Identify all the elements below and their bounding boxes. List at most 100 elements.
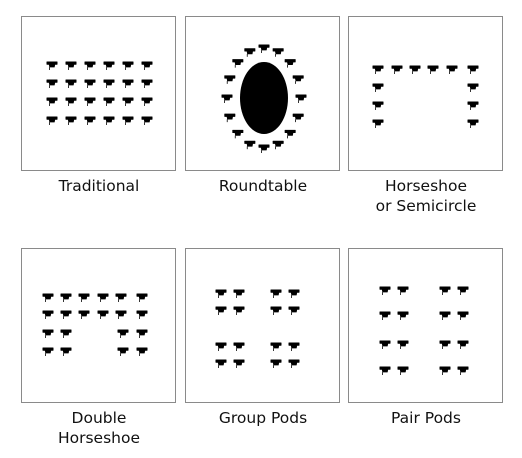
- desk-with-chair-icon: [84, 61, 96, 70]
- traditional-panel: [21, 16, 176, 171]
- double-horseshoe-panel: [21, 248, 176, 403]
- desk-with-chair-icon: [284, 129, 296, 139]
- desk-with-chair-icon: [103, 116, 115, 125]
- desk-with-chair-icon: [379, 340, 391, 349]
- desk-with-chair-icon: [284, 59, 296, 68]
- desk-with-chair-icon: [379, 311, 391, 320]
- desk-with-chair-icon: [46, 97, 58, 106]
- desk-with-chair-icon: [270, 289, 282, 298]
- caption-line: Horseshoe: [384, 177, 468, 195]
- desk-with-chair-icon: [117, 347, 129, 356]
- desk-with-chair-icon: [397, 311, 409, 320]
- pair-pods-diagram: [379, 286, 469, 375]
- desk-with-chair-icon: [60, 293, 72, 302]
- desk-with-chair-icon: [141, 79, 153, 88]
- desk-with-chair-icon: [233, 289, 245, 298]
- desk-with-chair-icon: [372, 65, 384, 74]
- horseshoe-diagram: [372, 65, 479, 128]
- desk-with-chair-icon: [122, 116, 134, 125]
- desk-with-chair-icon: [136, 347, 148, 356]
- double-horseshoe-diagram: [42, 293, 148, 356]
- horseshoe-panel: [348, 16, 503, 171]
- desk-with-chair-icon: [292, 75, 304, 84]
- desk-with-chair-icon: [439, 311, 451, 320]
- desk-with-chair-icon: [65, 61, 77, 70]
- desk-with-chair-icon: [409, 65, 421, 74]
- desk-with-chair-icon: [457, 311, 469, 320]
- desk-with-chair-icon: [141, 61, 153, 70]
- horseshoe-caption: Horseshoe or Semicircle: [344, 176, 508, 216]
- desk-with-chair-icon: [270, 359, 282, 368]
- desk-with-chair-icon: [292, 113, 304, 123]
- caption-line: or Semicircle: [375, 197, 477, 215]
- desk-with-chair-icon: [224, 113, 236, 123]
- desk-with-chair-icon: [224, 75, 236, 84]
- desk-with-chair-icon: [457, 340, 469, 349]
- desk-with-chair-icon: [272, 48, 284, 57]
- desk-with-chair-icon: [372, 119, 384, 128]
- desk-with-chair-icon: [117, 329, 129, 338]
- desk-with-chair-icon: [60, 347, 72, 356]
- desk-with-chair-icon: [122, 79, 134, 88]
- desk-with-chair-icon: [446, 65, 458, 74]
- desk-with-chair-icon: [397, 286, 409, 295]
- group-pods-panel: [185, 248, 340, 403]
- roundtable-caption: Roundtable: [181, 176, 345, 196]
- desk-with-chair-icon: [136, 329, 148, 338]
- desk-with-chair-icon: [141, 116, 153, 125]
- desk-with-chair-icon: [270, 342, 282, 351]
- desk-with-chair-icon: [103, 97, 115, 106]
- desk-with-chair-icon: [379, 366, 391, 375]
- desk-with-chair-icon: [270, 306, 282, 315]
- desk-with-chair-icon: [141, 97, 153, 106]
- desk-with-chair-icon: [46, 116, 58, 125]
- desk-with-chair-icon: [288, 342, 300, 351]
- roundtable-panel: [185, 16, 340, 171]
- desk-with-chair-icon: [288, 289, 300, 298]
- desk-with-chair-icon: [60, 329, 72, 338]
- desk-with-chair-icon: [427, 65, 439, 74]
- traditional-diagram: [46, 61, 153, 125]
- desk-with-chair-icon: [244, 48, 256, 57]
- group-pods-caption: Group Pods: [181, 408, 345, 428]
- desk-with-chair-icon: [391, 65, 403, 74]
- desk-with-chair-icon: [457, 286, 469, 295]
- group-pods-diagram: [215, 289, 300, 368]
- desk-with-chair-icon: [122, 61, 134, 70]
- desk-with-chair-icon: [232, 59, 244, 68]
- desk-with-chair-icon: [397, 366, 409, 375]
- pair-pods-panel: [348, 248, 503, 403]
- desk-with-chair-icon: [215, 289, 227, 298]
- desk-with-chair-icon: [258, 144, 270, 153]
- desk-with-chair-icon: [78, 293, 90, 302]
- desk-with-chair-icon: [103, 61, 115, 70]
- desk-with-chair-icon: [42, 329, 54, 338]
- desk-with-chair-icon: [258, 44, 270, 53]
- traditional-caption: Traditional: [17, 176, 181, 196]
- desk-with-chair-icon: [233, 306, 245, 315]
- desk-with-chair-icon: [97, 310, 109, 319]
- desk-with-chair-icon: [84, 79, 96, 88]
- desk-with-chair-icon: [115, 293, 127, 302]
- caption-line: Pair Pods: [391, 409, 461, 427]
- desk-with-chair-icon: [397, 340, 409, 349]
- desk-with-chair-icon: [46, 79, 58, 88]
- desk-with-chair-icon: [46, 61, 58, 70]
- desk-with-chair-icon: [467, 119, 479, 128]
- desk-with-chair-icon: [84, 97, 96, 106]
- desk-with-chair-icon: [65, 79, 77, 88]
- desk-with-chair-icon: [244, 140, 256, 150]
- desk-with-chair-icon: [42, 293, 54, 302]
- desk-with-chair-icon: [115, 310, 127, 319]
- desk-with-chair-icon: [122, 97, 134, 106]
- desk-with-chair-icon: [215, 359, 227, 368]
- desk-with-chair-icon: [439, 340, 451, 349]
- desk-with-chair-icon: [97, 293, 109, 302]
- desk-with-chair-icon: [215, 342, 227, 351]
- desk-with-chair-icon: [136, 310, 148, 319]
- desk-with-chair-icon: [232, 129, 244, 139]
- desk-with-chair-icon: [84, 116, 96, 125]
- caption-line: Horseshoe: [57, 429, 141, 447]
- desk-with-chair-icon: [467, 83, 479, 92]
- desk-with-chair-icon: [288, 306, 300, 315]
